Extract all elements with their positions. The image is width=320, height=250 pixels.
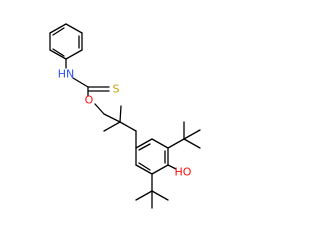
double-bond-inner [138, 162, 151, 171]
bond [94, 103, 105, 115]
bond [103, 121, 121, 132]
bond [119, 105, 122, 123]
bond [183, 138, 201, 149]
bond [103, 113, 121, 123]
neopentyl-chain [103, 105, 137, 149]
bond [49, 23, 67, 34]
bond [151, 190, 169, 201]
atom-labels: HN S O HO [58, 68, 192, 179]
bond [72, 77, 89, 88]
tert-butyl-upper [167, 121, 201, 149]
bond [65, 49, 83, 60]
chemical-structure-diagram: HN S O HO [49, 23, 201, 209]
bond [151, 164, 169, 175]
amine-label: HN [58, 68, 75, 81]
bond [49, 49, 67, 60]
phenol-oh-label: HO [175, 166, 192, 179]
double-bond-inner [52, 48, 65, 57]
bond [135, 190, 153, 201]
bond [135, 138, 153, 149]
bond [167, 164, 177, 170]
tert-butyl-lower [135, 173, 169, 209]
phenol-ring [135, 138, 177, 175]
thione-sulfur-label: S [113, 83, 120, 96]
bond [183, 129, 201, 140]
phenyl-ring [49, 23, 83, 60]
bond [65, 23, 83, 34]
ester-oxygen-label: O [85, 94, 94, 107]
double-bond-inner [52, 27, 65, 36]
bond [151, 138, 169, 149]
bond [135, 164, 153, 175]
double-bond-inner [138, 143, 151, 151]
bond [119, 121, 137, 132]
bond [167, 138, 185, 149]
thiocarbamate-group [65, 58, 110, 115]
